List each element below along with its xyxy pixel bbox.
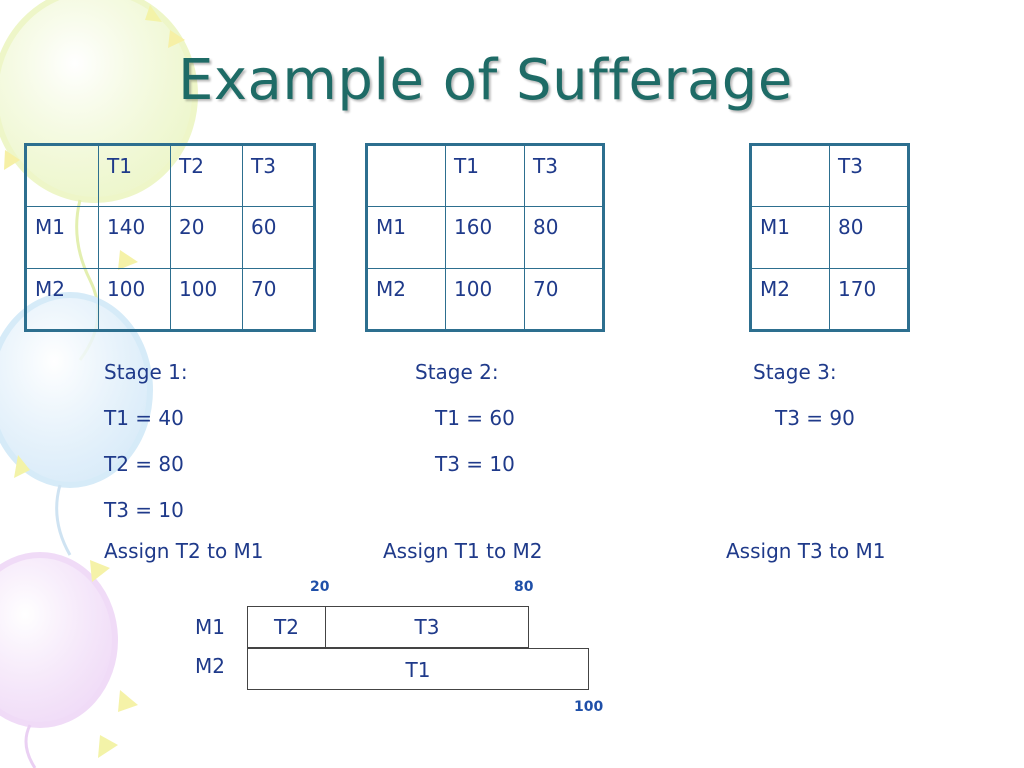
sufferage-value: T2 = 80: [104, 452, 184, 476]
machine-label-m2: M2: [195, 654, 225, 678]
sufferage-value: T3 = 90: [775, 406, 855, 430]
table-cell: M2: [366, 268, 446, 331]
table-cell: T3: [829, 144, 909, 207]
table-cell: [25, 144, 99, 207]
table-row: T1 T3: [366, 144, 604, 207]
table-cell: 140: [98, 206, 171, 269]
table-row: T3: [750, 144, 909, 207]
table-row: T1 T2 T3: [25, 144, 315, 207]
table-cell: 160: [445, 206, 525, 269]
cost-table-stage-3: T3 M1 80 M2 170: [749, 143, 910, 332]
table-cell: 170: [829, 268, 909, 331]
time-tick-80: 80: [514, 579, 534, 595]
table-cell: 100: [98, 268, 171, 331]
table-cell: T2: [170, 144, 243, 207]
table-cell: 100: [445, 268, 525, 331]
gantt-bar-label: T2: [274, 615, 299, 639]
table-row: M2 170: [750, 268, 909, 331]
table-cell: M1: [750, 206, 830, 269]
table-row: M2 100 70: [366, 268, 604, 331]
gantt-bar-label: T1: [405, 658, 431, 682]
table-cell: 20: [170, 206, 243, 269]
table-cell: T3: [524, 144, 604, 207]
table-row: M1 140 20 60: [25, 206, 315, 269]
table-cell: 70: [242, 268, 315, 331]
stage-3-block: Stage 3: T3 = 90: [753, 349, 855, 441]
table-cell: 60: [242, 206, 315, 269]
stage-2-block: Stage 2: T1 = 60 T3 = 10: [415, 349, 515, 487]
table-cell: M2: [750, 268, 830, 331]
table-cell: 70: [524, 268, 604, 331]
table-cell: M1: [366, 206, 446, 269]
table-cell: [366, 144, 446, 207]
stage-heading: Stage 2:: [415, 360, 499, 384]
table-cell: 80: [829, 206, 909, 269]
time-tick-100: 100: [574, 699, 604, 715]
machine-label-m1: M1: [195, 615, 225, 639]
table-cell: M2: [25, 268, 99, 331]
table-cell: M1: [25, 206, 99, 269]
table-cell: T3: [242, 144, 315, 207]
sufferage-value: T3 = 10: [104, 498, 184, 522]
time-tick-20: 20: [310, 579, 330, 595]
assignment-stage-1: Assign T2 to M1: [104, 539, 264, 563]
table-cell: 80: [524, 206, 604, 269]
gantt-bar-label: T3: [414, 615, 440, 639]
table-cell: T1: [445, 144, 525, 207]
cost-table-stage-2: T1 T3 M1 160 80 M2 100 70: [365, 143, 605, 332]
assignment-stage-3: Assign T3 to M1: [726, 539, 886, 563]
cost-table-stage-1: T1 T2 T3 M1 140 20 60 M2 100 100 70: [24, 143, 316, 332]
sufferage-value: T1 = 40: [104, 406, 184, 430]
slide-title: Example of Sufferage: [178, 48, 793, 113]
sufferage-value: T1 = 60: [435, 406, 515, 430]
gantt-bar-t1: T1: [247, 648, 589, 690]
gantt-bar-t3: T3: [325, 606, 529, 648]
table-row: M1 160 80: [366, 206, 604, 269]
gantt-bar-t2: T2: [247, 606, 326, 648]
assignment-stage-2: Assign T1 to M2: [383, 539, 543, 563]
table-cell: 100: [170, 268, 243, 331]
sufferage-value: T3 = 10: [435, 452, 515, 476]
table-cell: [750, 144, 830, 207]
stage-heading: Stage 3:: [753, 360, 837, 384]
table-row: M1 80: [750, 206, 909, 269]
table-row: M2 100 100 70: [25, 268, 315, 331]
stage-heading: Stage 1:: [104, 360, 188, 384]
table-cell: T1: [98, 144, 171, 207]
stage-1-block: Stage 1: T1 = 40 T2 = 80 T3 = 10: [104, 349, 188, 533]
